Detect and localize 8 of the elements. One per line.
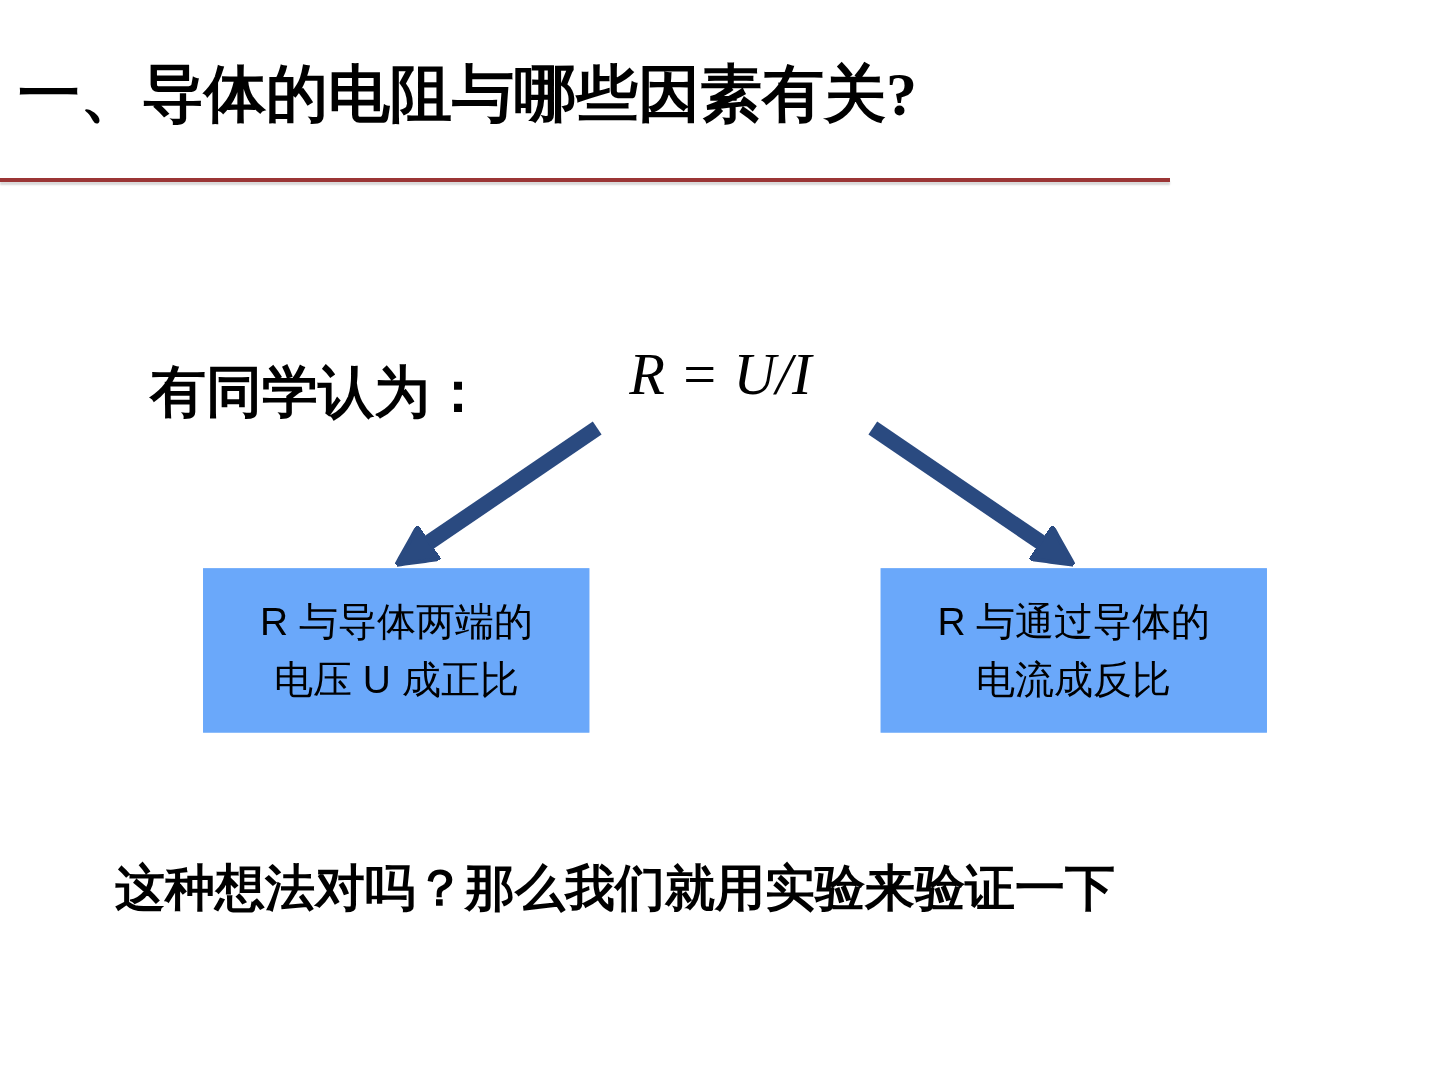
arrow: [394, 421, 602, 567]
question-text: 这种想法对吗？那么我们就用实验来验证一下: [115, 859, 1115, 918]
slide-title: 一、导体的电阻与哪些因素有关?: [18, 59, 917, 130]
text-label: 有同学认为：: [150, 360, 486, 425]
statement-box: R 与导体两端的电压 U 成正比: [203, 568, 590, 733]
statement-box: R 与通过导体的电流成反比: [880, 568, 1267, 733]
arrow: [868, 421, 1076, 567]
formula-text: R = U/I: [629, 342, 812, 408]
